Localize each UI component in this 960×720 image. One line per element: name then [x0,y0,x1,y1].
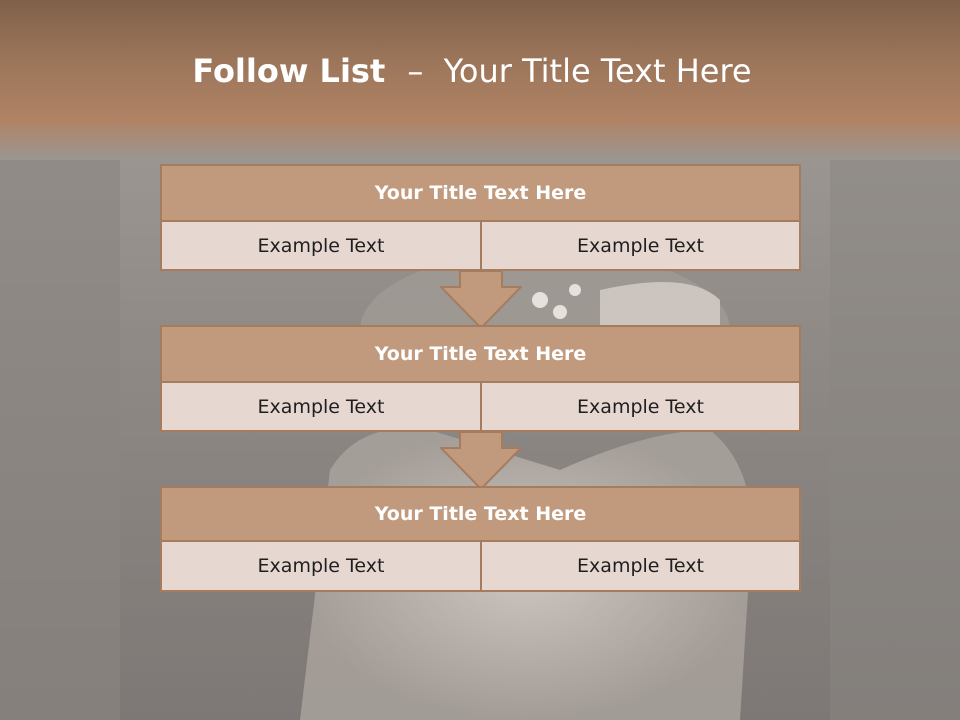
block-cell-left: Example Text [160,540,482,592]
block-cell-left: Example Text [160,381,482,432]
list-block-3: Your Title Text Here Example Text Exampl… [160,486,801,592]
block-cell-left: Example Text [160,220,482,271]
list-block-1: Your Title Text Here Example Text Exampl… [160,164,801,272]
header-band [0,0,960,160]
slide-title: Follow List – Your Title Text Here [0,52,944,90]
block-title: Your Title Text Here [160,486,801,542]
slide-title-rest: Your Title Text Here [443,52,752,90]
block-cell-right: Example Text [480,220,801,271]
block-cell-right: Example Text [480,381,801,432]
list-block-2: Your Title Text Here Example Text Exampl… [160,325,801,433]
block-title: Your Title Text Here [160,164,801,222]
block-title: Your Title Text Here [160,325,801,383]
block-cell-right: Example Text [480,540,801,592]
slide-title-separator: – [407,52,424,90]
down-arrow-icon [440,270,522,330]
down-arrow-icon [440,431,522,491]
slide-title-bold: Follow List [192,52,386,90]
